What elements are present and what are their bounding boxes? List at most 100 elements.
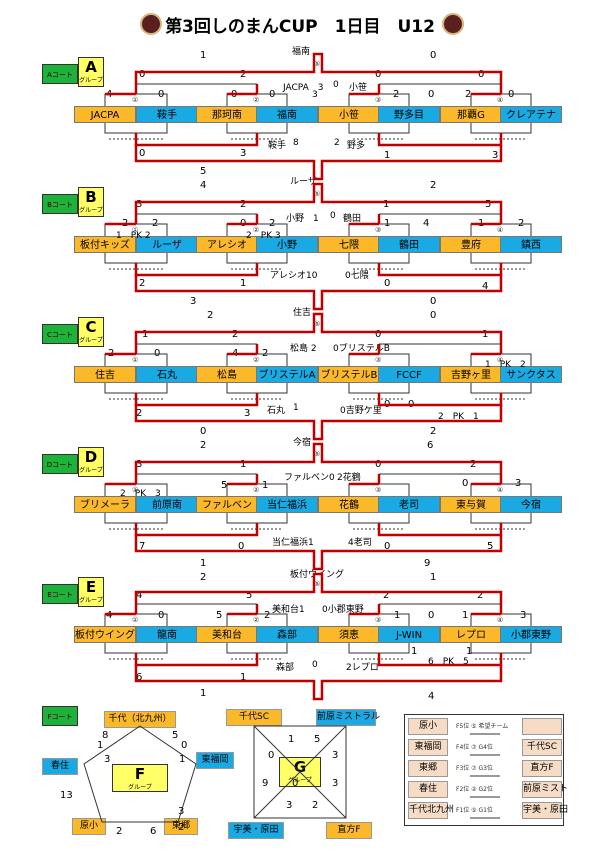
team-cell: 小郡東野	[500, 626, 562, 643]
first-round-bracket	[226, 353, 288, 366]
match-number: ②	[253, 96, 260, 104]
match-label: 森部	[276, 663, 295, 673]
court-label: Eコート	[42, 584, 78, 604]
team-cell: サンクタス	[500, 366, 562, 383]
final-path	[134, 572, 503, 604]
match-number: ④	[497, 226, 504, 234]
score: 3	[104, 754, 111, 765]
consolation-bracket	[104, 123, 168, 134]
score: 1	[482, 329, 489, 340]
match-number: ①	[132, 226, 139, 234]
score: 0	[428, 89, 435, 100]
score: 2	[232, 329, 239, 340]
match-label: 2花鶴	[337, 473, 361, 483]
match-label: 3	[312, 90, 318, 100]
team-cell: 千代（北九州）	[104, 711, 176, 728]
score: 0	[430, 50, 437, 61]
match-number: ⑤	[314, 60, 321, 68]
match-number: ②	[253, 486, 260, 494]
match-label: 0七隈	[345, 271, 369, 281]
score: 5	[314, 734, 321, 745]
score: 1	[200, 558, 207, 569]
score: 3	[190, 296, 197, 307]
consolation-bracket	[226, 253, 288, 264]
consolation-path	[377, 523, 503, 537]
score: 1	[466, 646, 473, 657]
score: 0	[462, 478, 469, 489]
team-cell: 森部	[256, 626, 318, 643]
score: 0	[430, 296, 437, 307]
score: 2	[240, 199, 247, 210]
score: 3	[332, 778, 339, 789]
first-round-bracket	[348, 223, 410, 236]
diagonal	[253, 725, 347, 819]
consolation-bracket	[470, 253, 532, 264]
score: 0	[292, 778, 299, 789]
match-label: ファルベン0	[284, 473, 335, 483]
score: 2	[383, 590, 390, 601]
score: 9	[424, 558, 431, 569]
score: 1	[97, 740, 104, 751]
first-round-bracket	[348, 613, 410, 626]
score: 4	[482, 281, 489, 292]
score: 5	[221, 480, 228, 491]
score: 6	[150, 826, 157, 837]
consolation-final-path	[134, 405, 503, 441]
standings-pairing: F1位 ⑤ G1位	[456, 807, 493, 814]
g-league-square	[253, 725, 347, 819]
match-number: ①	[132, 356, 139, 364]
score: 4	[136, 590, 143, 601]
match-label: 1 PK 2	[485, 360, 526, 370]
score: 8	[102, 730, 109, 741]
score: 0	[158, 610, 165, 621]
score: 1	[240, 278, 247, 289]
match-label: 鶴田	[343, 214, 362, 224]
score: 3	[136, 459, 143, 470]
standings-pairing: F5位 ⑤ 希望チーム	[456, 723, 509, 730]
score: 1	[240, 672, 247, 683]
score: 0	[384, 278, 391, 289]
team-cell: 福南	[256, 106, 318, 123]
final-path	[134, 442, 503, 474]
group-letter: E	[85, 578, 97, 596]
first-round-bracket	[104, 353, 168, 366]
consolation-bracket	[104, 253, 168, 264]
score: 13	[60, 790, 73, 801]
match-number: ⑤	[314, 450, 321, 458]
first-round-bracket	[348, 483, 410, 496]
match-number: ③	[375, 96, 382, 104]
score: 1	[262, 480, 269, 491]
team-cell: 当仁福浜	[256, 496, 318, 513]
score: 2	[200, 440, 207, 451]
match-label: 0	[312, 660, 318, 670]
match-number: ⑤	[314, 190, 321, 198]
page-title: 第3回しのまんCUP 1日目 U12	[165, 17, 435, 37]
score: 2	[200, 572, 207, 583]
court-label: Cコート	[42, 324, 78, 344]
team-cell: 那覇G	[440, 106, 502, 123]
score: 6	[136, 672, 143, 683]
match-number: ①	[132, 486, 139, 494]
consolation-bracket	[104, 513, 168, 524]
group-letter: G	[293, 758, 307, 776]
standings-pairing: F2位 ② G2位	[456, 786, 493, 793]
match-label: 1 PK 2	[116, 231, 151, 241]
score: 4	[200, 180, 207, 191]
consolation-path	[134, 263, 259, 277]
match-number: ④	[497, 356, 504, 364]
match-number: ⑤	[314, 320, 321, 328]
score: 4	[106, 610, 113, 621]
standings-pairing: F4位 ⑦ G4位	[456, 744, 493, 751]
match-number: ②	[253, 226, 260, 234]
match-number: ③	[375, 616, 382, 624]
group-caption: グループ	[79, 207, 103, 214]
match-label: 8	[293, 138, 299, 148]
standings-left: 東郷	[408, 760, 448, 777]
score: 0	[375, 69, 382, 80]
score: 2	[136, 408, 143, 419]
match-label: ルーザ	[290, 177, 317, 187]
match-number: ④	[497, 486, 504, 494]
score: 3	[520, 610, 527, 621]
consolation-final-path	[134, 145, 503, 181]
